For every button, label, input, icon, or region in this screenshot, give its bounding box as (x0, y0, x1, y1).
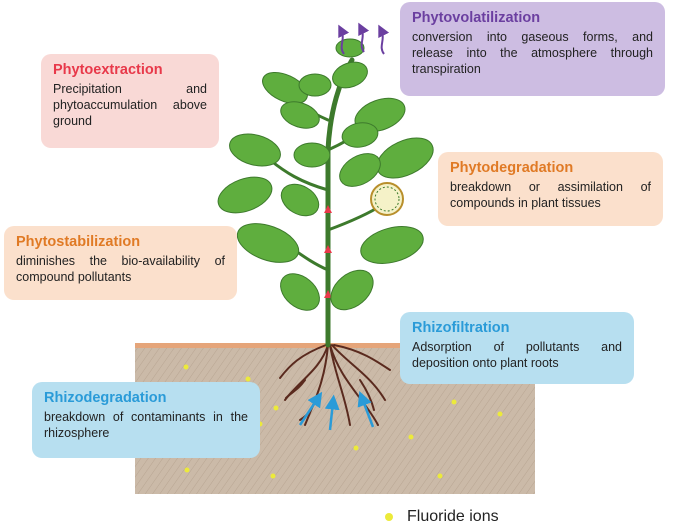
stem-transport-arrows (324, 205, 332, 298)
rhizodegradation-title: Rhizodegradation (44, 390, 167, 406)
phytovolatilization-title: Phytovolatilization (412, 10, 541, 26)
phytostabilization-box: Phytostabilization diminishes the bio-av… (4, 226, 237, 300)
legend-label: Fluoride ions (407, 508, 499, 525)
rhizodegradation-box: Rhizodegradation breakdown of contaminan… (32, 382, 260, 458)
leaf-zoom-circle (370, 182, 404, 216)
phytovolatilization-desc: conversion into gaseous forms, and relea… (412, 30, 653, 76)
rhizofiltration-box: Rhizofiltration Adsorption of pollutants… (400, 312, 634, 384)
fluoride-dot-icon (385, 513, 393, 521)
phytoextraction-title: Phytoextraction (53, 62, 163, 78)
phytoextraction-box: Phytoextraction Precipitation and phytoa… (41, 54, 219, 148)
phytoextraction-desc: Precipitation and phytoaccumulation abov… (53, 82, 207, 128)
phytostabilization-desc: diminishes the bio-availability of compo… (16, 254, 225, 284)
gas-release-arrows (338, 22, 390, 55)
phytodegradation-box: Phytodegradation breakdown or assimilati… (438, 152, 663, 226)
phytodegradation-desc: breakdown or assimilation of compounds i… (450, 180, 651, 210)
legend: Fluoride ions (385, 506, 499, 528)
root-uptake-arrows (298, 390, 375, 431)
rhizofiltration-desc: Adsorption of pollutants and deposition … (412, 340, 622, 370)
rhizodegradation-desc: breakdown of contaminants in the rhizosp… (44, 410, 248, 440)
rhizofiltration-title: Rhizofiltration (412, 320, 510, 336)
phytostabilization-title: Phytostabilization (16, 234, 141, 250)
leaves (217, 38, 434, 311)
fluoride-dots (183, 364, 503, 479)
phytovolatilization-box: Phytovolatilization conversion into gase… (400, 2, 665, 96)
phytodegradation-title: Phytodegradation (450, 160, 574, 176)
